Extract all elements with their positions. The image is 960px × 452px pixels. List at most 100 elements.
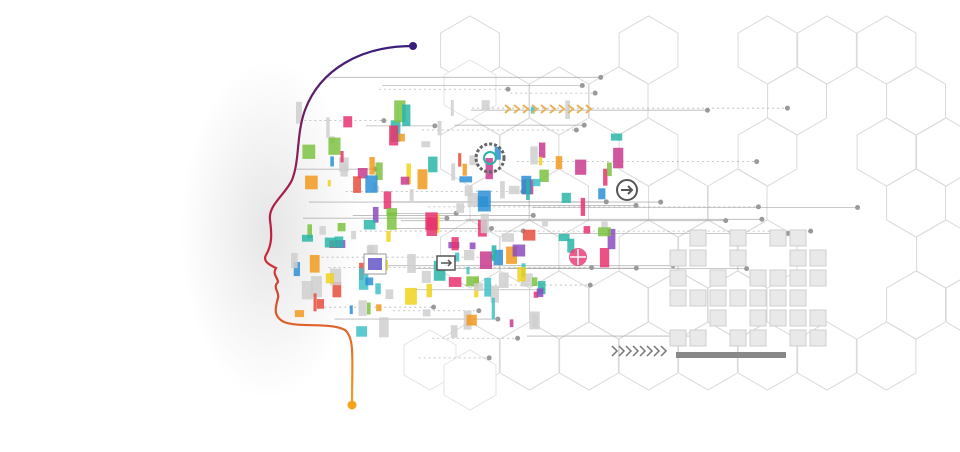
data-bar — [319, 226, 326, 235]
data-bar — [326, 117, 330, 138]
data-bar — [481, 100, 490, 111]
data-bar — [555, 156, 563, 170]
gray-square — [749, 289, 767, 307]
data-bar — [484, 277, 492, 297]
data-bar — [601, 221, 608, 229]
data-bar — [464, 185, 473, 197]
data-bar — [302, 144, 316, 159]
data-bar — [301, 234, 313, 242]
data-bar — [537, 281, 546, 295]
data-bar — [363, 219, 376, 230]
circuit-node — [581, 122, 587, 128]
gray-square — [789, 229, 807, 247]
data-bar — [386, 231, 391, 242]
circuit-node — [855, 205, 861, 211]
data-bar — [466, 266, 470, 275]
circuit-node — [579, 83, 585, 89]
data-bar — [456, 203, 464, 213]
gray-square — [789, 289, 807, 307]
outline-end-dot — [347, 400, 357, 410]
data-bar — [530, 106, 535, 114]
data-bar — [493, 249, 503, 265]
data-bar — [530, 146, 538, 165]
data-bar — [437, 121, 442, 136]
gray-square — [729, 249, 747, 267]
gray-square — [729, 289, 747, 307]
image-frame-icon — [363, 253, 387, 275]
circuit-node — [530, 212, 536, 218]
circuit-node — [808, 228, 814, 234]
chevron — [646, 345, 654, 357]
data-bar — [464, 249, 475, 261]
gray-square — [669, 329, 687, 347]
data-bar — [450, 100, 454, 116]
data-bar — [385, 289, 394, 300]
data-bar — [536, 288, 544, 298]
data-bar — [327, 179, 331, 187]
hexagon — [618, 15, 679, 85]
data-bar — [599, 248, 610, 268]
data-bar — [309, 255, 320, 273]
data-bar — [521, 273, 533, 287]
outline-start-dot — [409, 42, 417, 50]
data-bar — [517, 267, 526, 282]
data-bar — [494, 146, 501, 160]
circuit-node — [784, 105, 790, 111]
gray-square — [789, 249, 807, 267]
data-bar — [398, 133, 405, 142]
data-bar — [337, 223, 346, 232]
data-bar — [389, 125, 399, 146]
hexagon — [856, 15, 917, 85]
chevron — [549, 104, 557, 114]
circuit-node — [759, 216, 765, 222]
data-bar — [324, 237, 336, 248]
data-bar — [490, 285, 499, 303]
hexagon — [618, 117, 679, 187]
circuit-node — [587, 282, 593, 288]
data-bar — [383, 191, 392, 209]
data-bar — [365, 175, 378, 193]
gray-square — [809, 249, 827, 267]
chevron — [660, 345, 668, 357]
gray-square — [689, 329, 707, 347]
hexagon — [618, 321, 679, 391]
gauge-icon — [474, 142, 506, 174]
data-bar — [307, 224, 312, 238]
data-bar — [462, 163, 467, 176]
data-bar — [480, 213, 489, 234]
circuit-node — [381, 118, 387, 124]
data-bar — [409, 189, 414, 201]
data-bar — [479, 251, 492, 269]
data-bar — [425, 212, 438, 231]
data-bar — [501, 233, 514, 242]
data-bar — [598, 188, 606, 200]
data-bar — [402, 104, 411, 127]
data-bar — [603, 168, 608, 186]
gray-square — [729, 229, 747, 247]
circuit-node — [488, 225, 494, 231]
chevron — [540, 104, 548, 114]
data-bar — [394, 100, 406, 123]
circuit-node — [444, 215, 450, 221]
hexagon — [797, 15, 857, 85]
data-bar — [367, 302, 371, 315]
gray-square — [709, 289, 727, 307]
data-bar — [533, 291, 538, 298]
data-bar — [565, 100, 570, 119]
chevron — [558, 104, 566, 114]
white-hexagon — [403, 329, 457, 391]
chevron — [639, 345, 647, 357]
data-bar — [467, 192, 479, 207]
chevron — [576, 104, 584, 114]
data-bar — [491, 297, 495, 320]
gray-square — [809, 329, 827, 347]
data-bar — [426, 283, 432, 298]
data-bar — [558, 234, 570, 242]
data-bar — [567, 238, 575, 253]
circuit-node — [723, 218, 729, 224]
data-bar — [386, 212, 397, 230]
circuit-node — [476, 308, 482, 314]
data-bar — [500, 181, 505, 199]
hexagon — [648, 168, 708, 238]
